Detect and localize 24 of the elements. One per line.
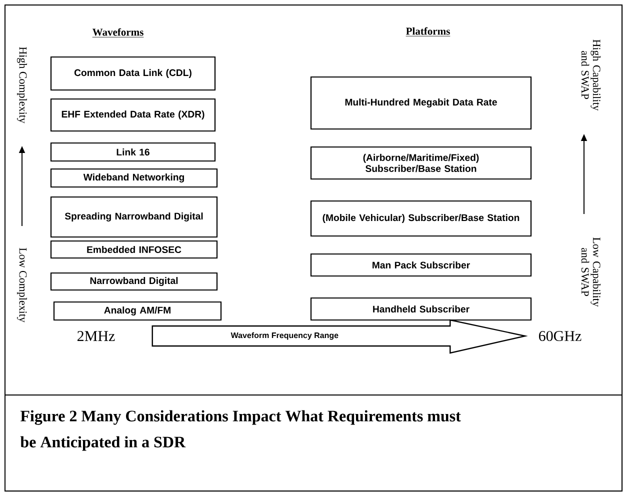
caption: Figure 2 Many Considerations Impact What Requirements must be Anticipated in a SDR (20, 410, 461, 451)
waveform-box: EHF Extended Data Rate (XDR) (50, 98, 216, 132)
platform-box: Multi-Hundred Megabit Data Rate (310, 76, 532, 130)
waveform-box: Common Data Link (CDL) (50, 56, 216, 91)
waveform-box: Wideband Networking (50, 168, 218, 188)
waveform-box: Narrowband Digital (50, 272, 218, 291)
waveform-box: Embedded INFOSEC (50, 240, 218, 259)
axis-label: Low Capability and SWAP (581, 238, 601, 307)
edge-label: Waveform Frequency Range (230, 332, 338, 340)
axis-label: Low Complexity (17, 248, 27, 322)
axis-label: High Capability and SWAP (581, 40, 601, 111)
platform-box: Man Pack Subscriber (310, 253, 532, 277)
waveform-box: Analog AM/FM (53, 301, 222, 321)
heading: Platforms (406, 27, 450, 36)
waveform-box: Spreading Narrowband Digital (50, 196, 218, 238)
platform-box: Handheld Subscriber (310, 297, 532, 321)
axis-label: High Complexity (17, 46, 27, 124)
heading: Waveforms (92, 28, 144, 38)
waveform-box: Link 16 (50, 142, 216, 162)
frequency-label: 60GHz (539, 330, 582, 342)
block-arrow (152, 319, 528, 354)
platform-box: (Mobile Vehicular) Subscriber/Base Station (310, 200, 532, 237)
frequency-label: 2MHz (78, 331, 115, 341)
platform-box: (Airborne/Maritime/Fixed) Subscriber/Base Station (310, 146, 532, 180)
